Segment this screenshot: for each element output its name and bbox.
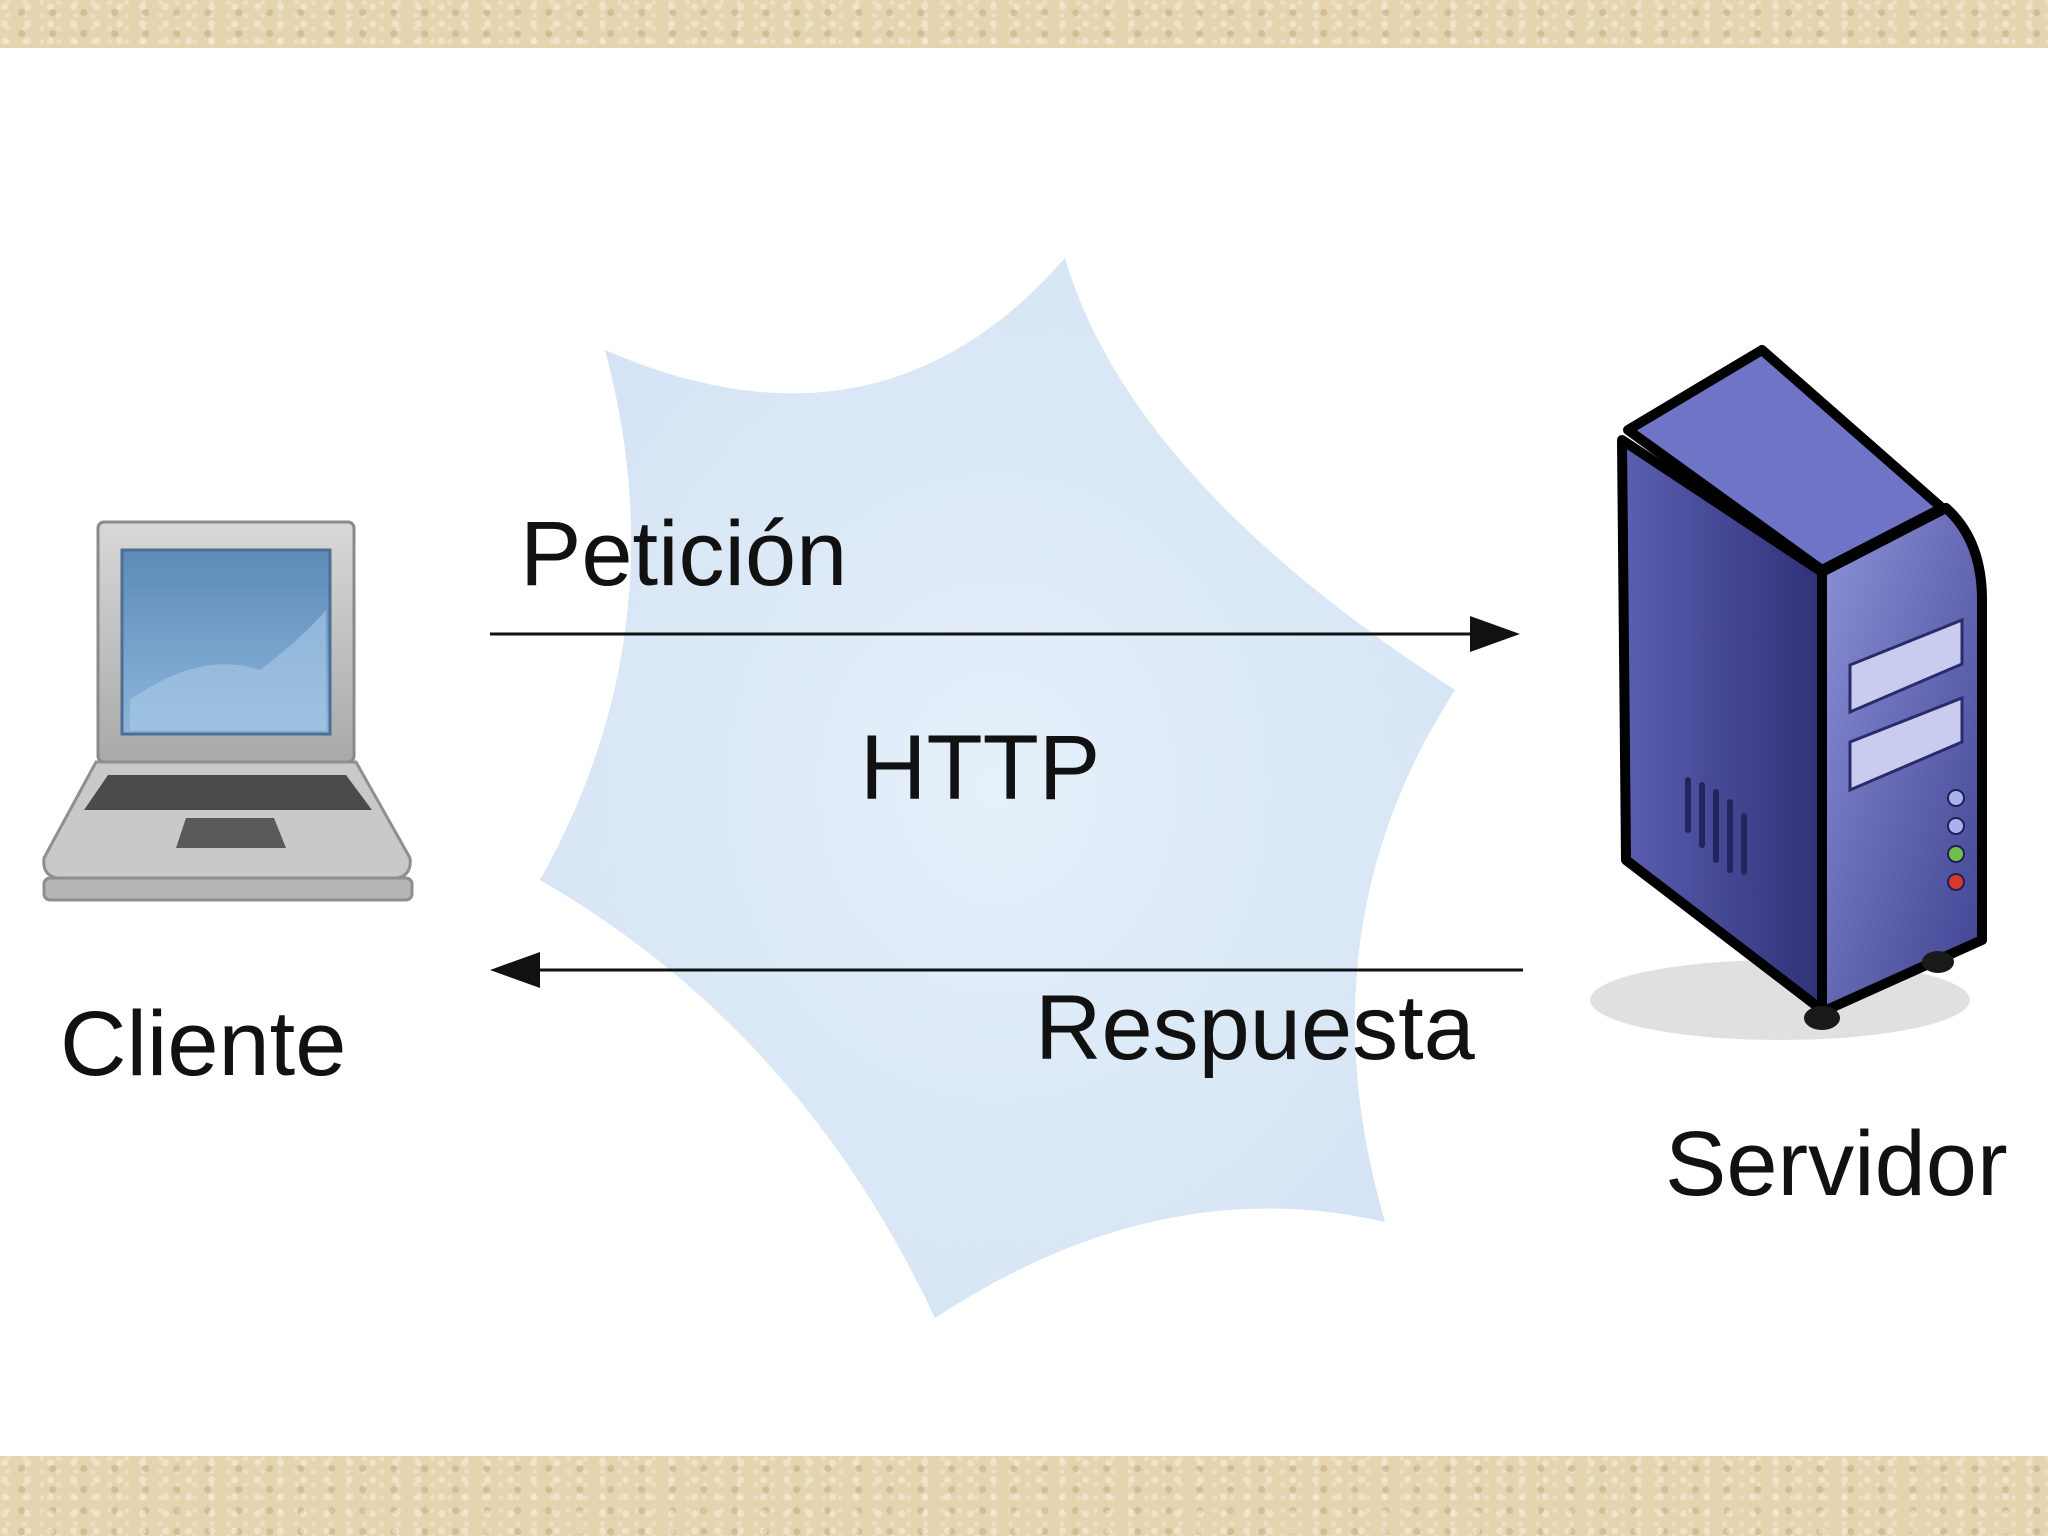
response-label: Respuesta <box>1035 982 1475 1074</box>
server-label: Servidor <box>1665 1118 2008 1210</box>
laptop-icon <box>44 522 412 900</box>
protocol-label: HTTP <box>860 722 1100 814</box>
server-tower-icon <box>1590 350 1982 1040</box>
client-label: Cliente <box>60 998 346 1090</box>
bottom-texture-band <box>0 1456 2048 1536</box>
request-label: Petición <box>520 508 847 600</box>
